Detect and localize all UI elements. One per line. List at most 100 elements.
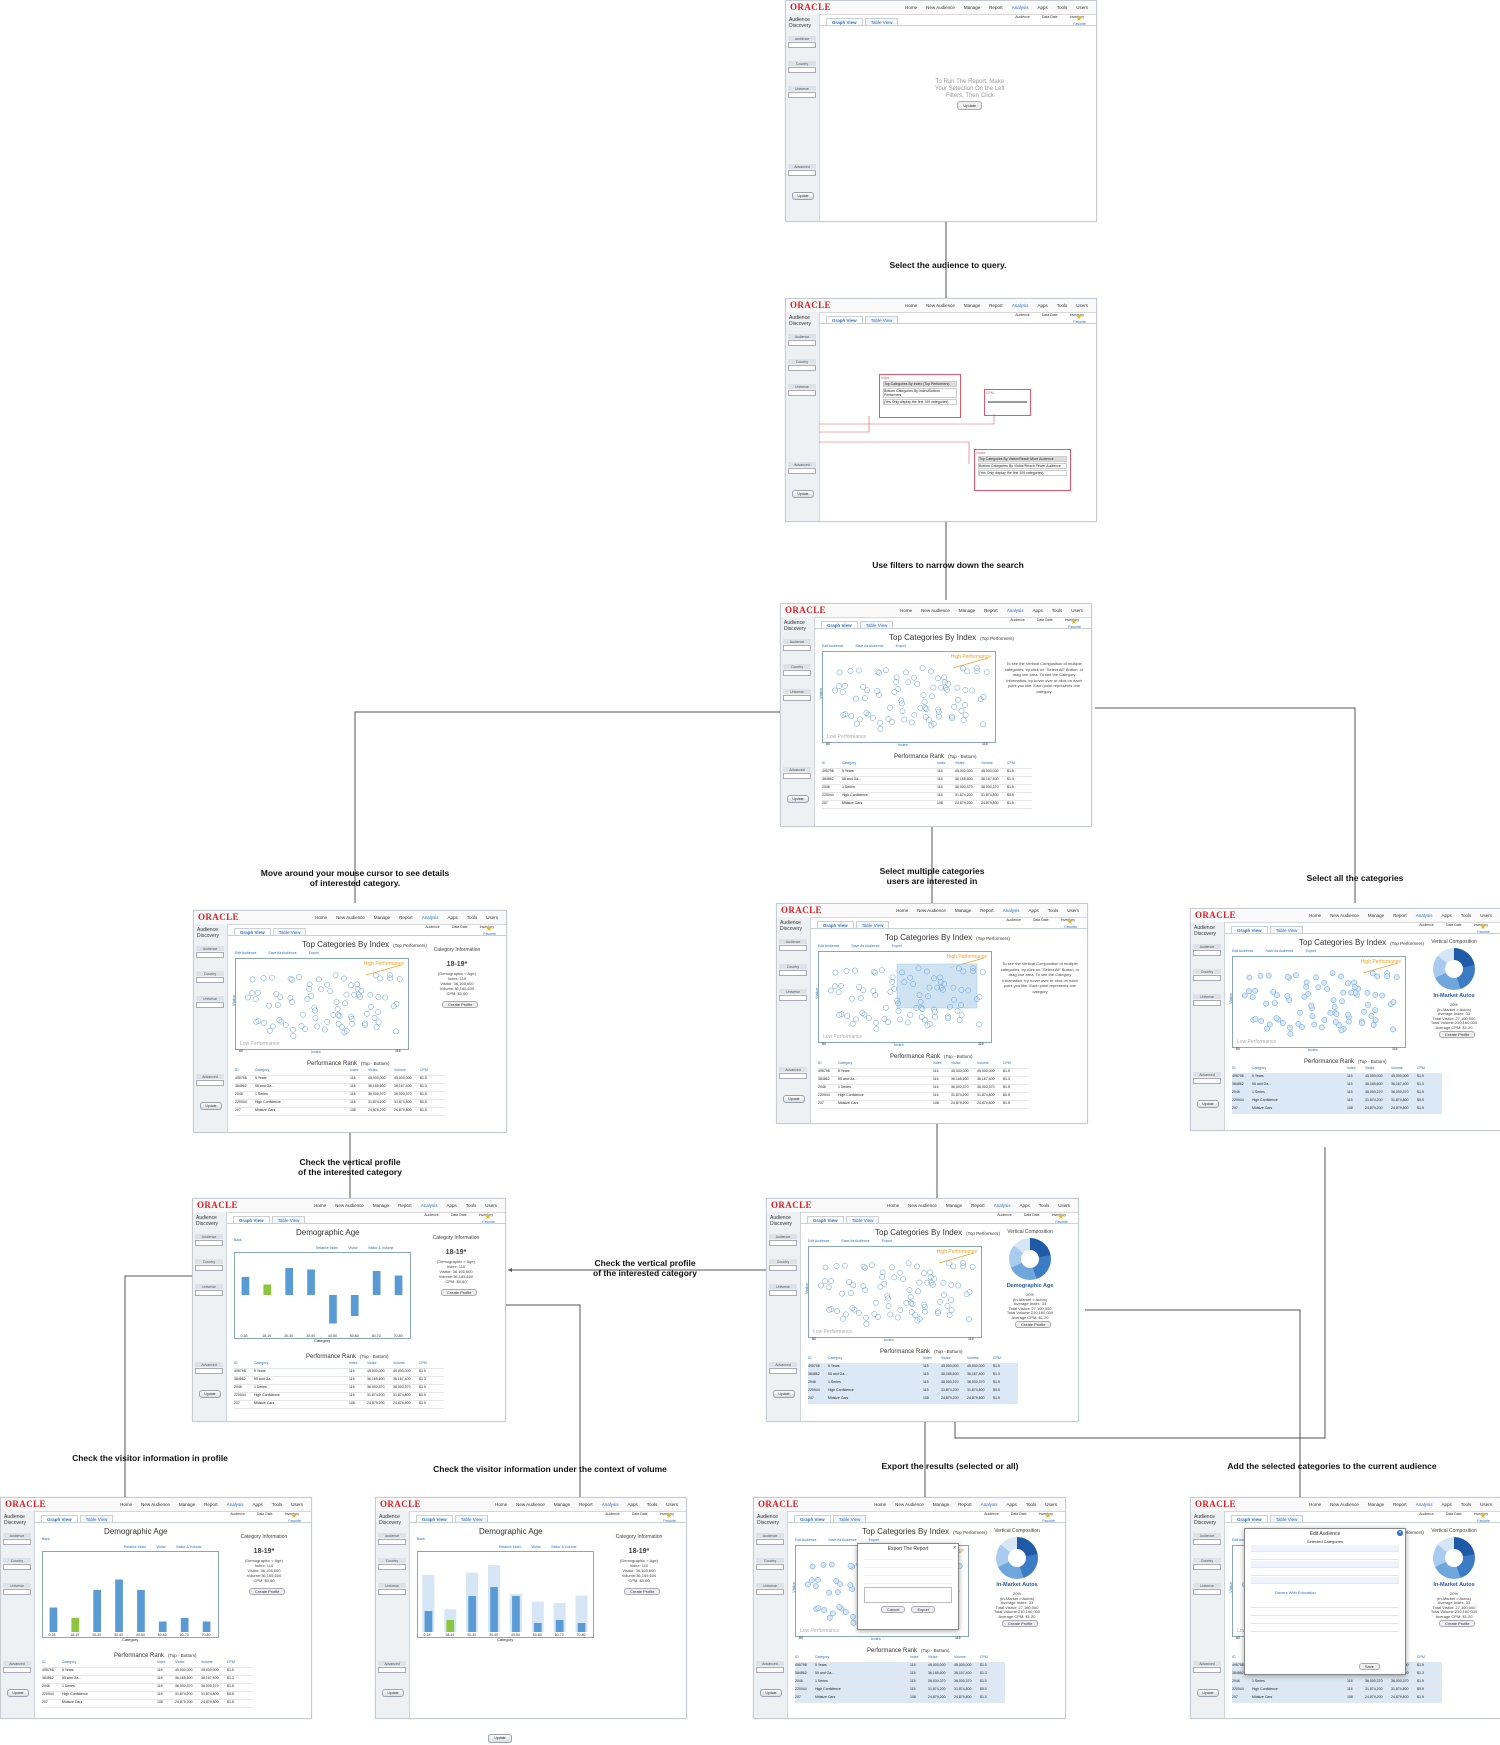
sidebar-select[interactable]	[3, 1589, 31, 1595]
nav-item[interactable]: Apps	[1028, 908, 1039, 913]
nav-item[interactable]: Apps	[1441, 1502, 1452, 1507]
tab-table-view[interactable]: Table View	[845, 1216, 880, 1224]
sidebar-select[interactable]	[779, 995, 807, 1001]
selection-link[interactable]: Save As Audience	[851, 944, 880, 948]
favorite-link[interactable]: Favorite	[1055, 1220, 1068, 1224]
create-profile-button[interactable]: Create Profile	[442, 1001, 479, 1008]
nav-item[interactable]: Tools	[1047, 908, 1059, 913]
rank-column-header[interactable]: Index	[910, 1655, 919, 1659]
nav-item[interactable]: New Audience	[141, 1502, 170, 1507]
sidebar-select[interactable]	[756, 1564, 784, 1570]
sidebar-select[interactable]	[779, 1073, 807, 1079]
sidebar-section[interactable]: Country	[378, 1558, 406, 1570]
sidebar-select[interactable]	[196, 952, 224, 958]
favorite-link[interactable]: Favorite	[663, 1519, 676, 1523]
tab-graph-view[interactable]: Graph View	[826, 18, 863, 26]
create-profile-button[interactable]: Create Profile	[1015, 1321, 1052, 1328]
favorite-star-icon[interactable]: ★	[1044, 1513, 1051, 1520]
selection-link[interactable]: Save As Audience	[841, 1239, 870, 1243]
sidebar-select[interactable]	[769, 1265, 797, 1271]
nav-item[interactable]: Report	[204, 1502, 218, 1507]
selection-link[interactable]: Save As Audience	[855, 644, 884, 648]
rank-column-header[interactable]: Visitor	[928, 1655, 938, 1659]
sidebar-section[interactable]: Advanced	[756, 1661, 784, 1673]
create-profile-button[interactable]: Create Profile	[624, 1588, 661, 1595]
nav-item[interactable]: Manage	[932, 1502, 950, 1507]
sidebar-section[interactable]: Audience	[769, 1234, 797, 1246]
selection-link[interactable]: Export	[895, 644, 906, 648]
sidebar-select[interactable]	[788, 390, 816, 396]
sidebar-section[interactable]: Audience	[1193, 1533, 1221, 1545]
nav-item[interactable]: New Audience	[926, 5, 955, 10]
nav-item[interactable]: Report	[989, 5, 1003, 10]
nav-item[interactable]: Apps	[1037, 303, 1048, 308]
nav-item[interactable]: Report	[1393, 1502, 1407, 1507]
sidebar-section[interactable]: Country	[1193, 1558, 1221, 1570]
rank-column-header[interactable]: Index	[923, 1356, 932, 1360]
filter-option[interactable]: Bottom Categories By Index/Bottom Perfor…	[883, 388, 957, 398]
rank-column-header[interactable]: Volume	[954, 1655, 966, 1659]
rank-column-header[interactable]: Visitor	[955, 761, 965, 765]
favorite-link[interactable]: Favorite	[1477, 1519, 1490, 1523]
sidebar-section[interactable]: Advanced	[788, 462, 816, 474]
sidebar-select[interactable]	[769, 1290, 797, 1296]
tab-table-view[interactable]: Table View	[864, 18, 899, 26]
tab-graph-view[interactable]: Graph View	[233, 1216, 270, 1224]
nav-item[interactable]: Analysis	[1415, 913, 1433, 918]
sidebar-select[interactable]	[1193, 950, 1221, 956]
tab-table-view[interactable]: Table View	[1269, 926, 1304, 934]
selection-link[interactable]: Edit Audience	[818, 944, 840, 948]
nav-item[interactable]: Users	[1045, 1502, 1057, 1507]
nav-item[interactable]: Users	[1480, 1502, 1492, 1507]
nav-item[interactable]: New Audience	[336, 915, 365, 920]
nav-item[interactable]: Manage	[963, 5, 981, 10]
sidebar-select[interactable]	[783, 670, 811, 676]
rank-column-header[interactable]: Index	[157, 1660, 166, 1664]
sidebar-section[interactable]: Universe	[3, 1583, 31, 1595]
selection-link[interactable]: Edit Audience	[808, 1239, 830, 1243]
nav-item[interactable]: Report	[989, 303, 1003, 308]
sidebar-select[interactable]	[756, 1589, 784, 1595]
nav-item[interactable]: Report	[1393, 913, 1407, 918]
sidebar-section[interactable]: Audience	[195, 1234, 223, 1246]
nav-item[interactable]: Users	[485, 1203, 497, 1208]
sidebar-section[interactable]: Country	[3, 1558, 31, 1570]
filter-option[interactable]: (Yes Only display the first 100 categori…	[978, 470, 1067, 476]
rank-column-header[interactable]: CPM	[1417, 1655, 1425, 1659]
rank-column-header[interactable]: Volume	[394, 1068, 406, 1072]
nav-item[interactable]: Manage	[178, 1502, 196, 1507]
sidebar-select[interactable]	[788, 92, 816, 98]
sidebar-select[interactable]	[378, 1564, 406, 1570]
update-button[interactable]: Update	[200, 1102, 222, 1110]
sidebar-section[interactable]: Advanced	[769, 1362, 797, 1374]
chart-mode-option[interactable]: Relative Index	[316, 1246, 339, 1250]
export-option[interactable]	[864, 1555, 952, 1560]
nav-item[interactable]: Tools	[1460, 913, 1472, 918]
sidebar-select[interactable]	[788, 67, 816, 73]
tab-table-view[interactable]: Table View	[1269, 1515, 1304, 1523]
nav-item[interactable]: New Audience	[516, 1502, 545, 1507]
sidebar-section[interactable]: Advanced	[1193, 1072, 1221, 1084]
tab-graph-view[interactable]: Graph View	[821, 621, 858, 629]
sidebar-select[interactable]	[788, 468, 816, 474]
tab-graph-view[interactable]: Graph View	[826, 316, 863, 324]
update-button[interactable]: Update	[1197, 1100, 1219, 1108]
tab-graph-view[interactable]: Graph View	[416, 1515, 453, 1523]
sidebar-select[interactable]	[3, 1667, 31, 1673]
sidebar-section[interactable]: Advanced	[779, 1067, 807, 1079]
cpm-slider[interactable]	[988, 401, 1027, 403]
